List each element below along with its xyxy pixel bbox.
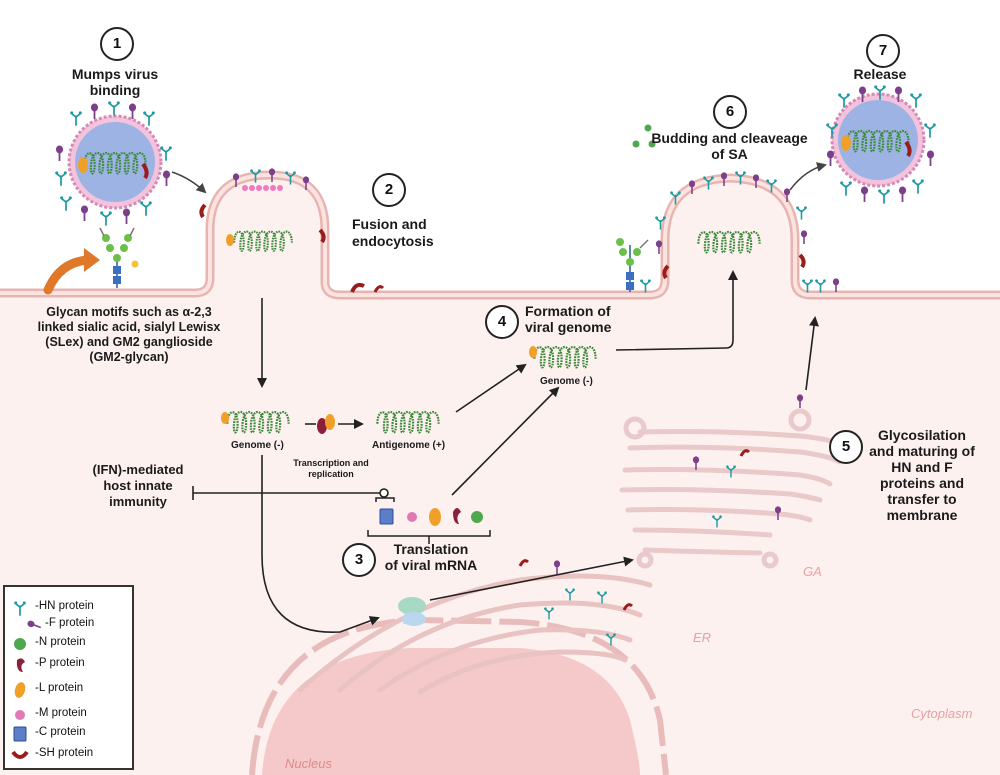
legend-item-c: -C protein xyxy=(5,723,135,743)
step-4-number: 4 xyxy=(497,313,507,330)
nucleus-label: Nucleus xyxy=(285,756,332,771)
pl-cluster xyxy=(317,414,335,434)
genome-negative-2 xyxy=(529,345,597,369)
c-protein-icon xyxy=(13,726,27,742)
step-5-number: 5 xyxy=(841,438,851,455)
step-6-number: 6 xyxy=(725,103,735,120)
er-ga-proteins xyxy=(518,394,804,646)
p-protein-icon xyxy=(16,658,25,672)
nucleus xyxy=(262,648,640,775)
step-4-badge: 4 xyxy=(485,305,519,339)
genome-neg-label-2: Genome (-) xyxy=(540,376,593,387)
cytoplasm-label: Cytoplasm xyxy=(911,706,973,721)
legend-item-m: -M protein xyxy=(5,704,135,724)
legend-label-sh: -SH protein xyxy=(35,747,94,759)
step-2-number: 2 xyxy=(384,181,394,198)
genome-neg-label-1: Genome (-) xyxy=(231,440,284,451)
step-7-badge: 7 xyxy=(866,34,900,68)
legend-item-p: -P protein xyxy=(5,654,135,674)
legend-label-f: -F protein xyxy=(45,617,95,629)
step-3-number: 3 xyxy=(354,551,364,568)
step-7-number: 7 xyxy=(878,42,888,59)
ribosome xyxy=(398,597,426,626)
antigenome-label: Antigenome (+) xyxy=(372,440,446,451)
golgi-apparatus xyxy=(619,408,848,569)
step-6-badge: 6 xyxy=(713,95,747,129)
legend: -HN protein -F protein -N protein -P pro… xyxy=(3,585,134,770)
legend-item-hn: -HN protein xyxy=(5,597,135,617)
legend-label-hn: -HN protein xyxy=(35,600,94,612)
step-7-label: Release xyxy=(853,66,907,82)
l-protein-icon xyxy=(14,682,26,698)
budding-contents xyxy=(640,170,840,293)
step-1-number: 1 xyxy=(112,35,122,52)
sa-dot xyxy=(648,140,656,148)
legend-item-f: -F protein xyxy=(5,614,135,634)
glycan-receptor xyxy=(99,227,139,288)
sa-dot xyxy=(644,124,652,132)
er-label: ER xyxy=(693,630,712,645)
step-5-badge: 5 xyxy=(829,430,863,464)
translation-products xyxy=(379,508,483,526)
sa-dot xyxy=(632,140,640,148)
fusion-bud-contents xyxy=(199,168,385,293)
legend-item-l: -L protein xyxy=(5,679,135,699)
legend-label-c: -C protein xyxy=(35,726,86,738)
cytoplasm-region xyxy=(0,175,1000,775)
step-1-badge: 1 xyxy=(100,27,134,61)
endoplasmic-reticulum xyxy=(297,573,653,695)
legend-label-p: -P protein xyxy=(35,657,85,669)
legend-item-n: -N protein xyxy=(5,633,135,653)
step-3-badge: 3 xyxy=(342,543,376,577)
legend-label-n: -N protein xyxy=(35,636,86,648)
glycan-receptor-2 xyxy=(616,238,649,292)
n-protein-icon xyxy=(14,638,26,650)
legend-label-l: -L protein xyxy=(35,682,84,694)
orange-arrow xyxy=(43,255,93,295)
bracket xyxy=(367,530,491,544)
bracket-top xyxy=(375,497,395,502)
sh-protein-icon xyxy=(11,750,29,759)
f-protein-icon xyxy=(25,618,43,632)
cell-membrane xyxy=(0,170,1000,300)
arrows xyxy=(192,270,819,633)
legend-label-m: -M protein xyxy=(35,707,87,719)
mumps-virus-binding xyxy=(69,116,161,208)
m-protein-icon xyxy=(15,710,25,720)
ga-label: GA xyxy=(803,564,822,579)
mumps-virus-released xyxy=(832,94,924,186)
legend-item-sh: -SH protein xyxy=(5,744,135,764)
step-2-badge: 2 xyxy=(372,173,406,207)
genome-negative-1 xyxy=(221,410,290,434)
